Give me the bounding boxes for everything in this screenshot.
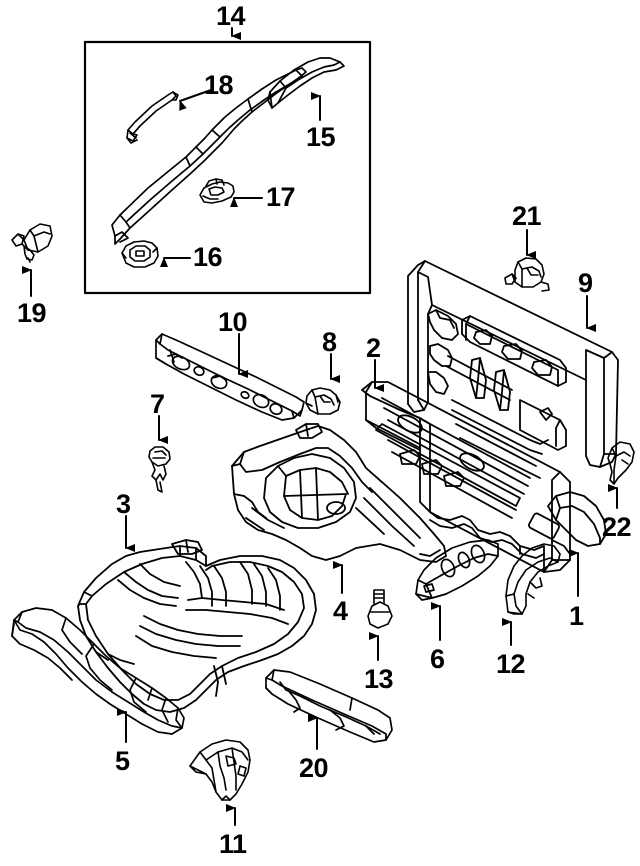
callout-label-17[interactable]: 17 (266, 182, 296, 212)
callout-label-11[interactable]: 11 (219, 829, 247, 859)
part-13-shape (367, 589, 393, 629)
part-11-shape (189, 739, 251, 801)
callout-label-19[interactable]: 19 (17, 298, 47, 328)
part-10-shape (155, 333, 305, 421)
callout-label-20[interactable]: 20 (299, 753, 329, 783)
callout-label-9[interactable]: 9 (578, 268, 593, 298)
leader-lines (22, 27, 618, 826)
callout-label-16[interactable]: 16 (193, 242, 223, 272)
detail-inset-box (83, 40, 372, 295)
callout-label-12[interactable]: 12 (496, 649, 526, 679)
callout-label-18[interactable]: 18 (204, 70, 234, 100)
part-15-shape (111, 67, 307, 245)
callout-label-5[interactable]: 5 (115, 746, 130, 776)
callout-label-4[interactable]: 4 (333, 596, 348, 626)
part-20-shape (265, 669, 393, 743)
callout-label-1[interactable]: 1 (569, 601, 584, 631)
callout-label-6[interactable]: 6 (430, 644, 445, 674)
part-7-shape (148, 446, 171, 493)
part-15-upper-shape (267, 57, 345, 109)
callout-label-2[interactable]: 2 (366, 333, 381, 363)
callout-label-7[interactable]: 7 (150, 389, 165, 419)
part-19-shape (11, 223, 53, 263)
part-6-shape (415, 539, 499, 601)
callout-label-14[interactable]: 14 (216, 1, 246, 31)
callout-label-13[interactable]: 13 (364, 664, 394, 694)
part-3-shape (77, 539, 317, 713)
callout-label-21[interactable]: 21 (512, 201, 542, 231)
part-16-shape (121, 240, 159, 268)
part-1-shape (547, 491, 607, 547)
part-12-shape (505, 543, 561, 615)
part-22-shape (607, 441, 635, 485)
part-18-shape (126, 91, 179, 144)
callout-label-3[interactable]: 3 (116, 489, 131, 519)
part-5-shape (11, 607, 185, 735)
part-9-shape (407, 260, 619, 479)
callout-label-22[interactable]: 22 (602, 512, 632, 542)
part-4-shape (231, 423, 447, 563)
callout-label-10[interactable]: 10 (218, 307, 248, 337)
callout-label-15[interactable]: 15 (306, 122, 336, 152)
part-17-shape (199, 178, 235, 204)
part-2-shape (361, 381, 571, 573)
callout-label-8[interactable]: 8 (322, 327, 337, 357)
part-21-shape (504, 257, 550, 292)
part-8-shape (305, 387, 341, 415)
